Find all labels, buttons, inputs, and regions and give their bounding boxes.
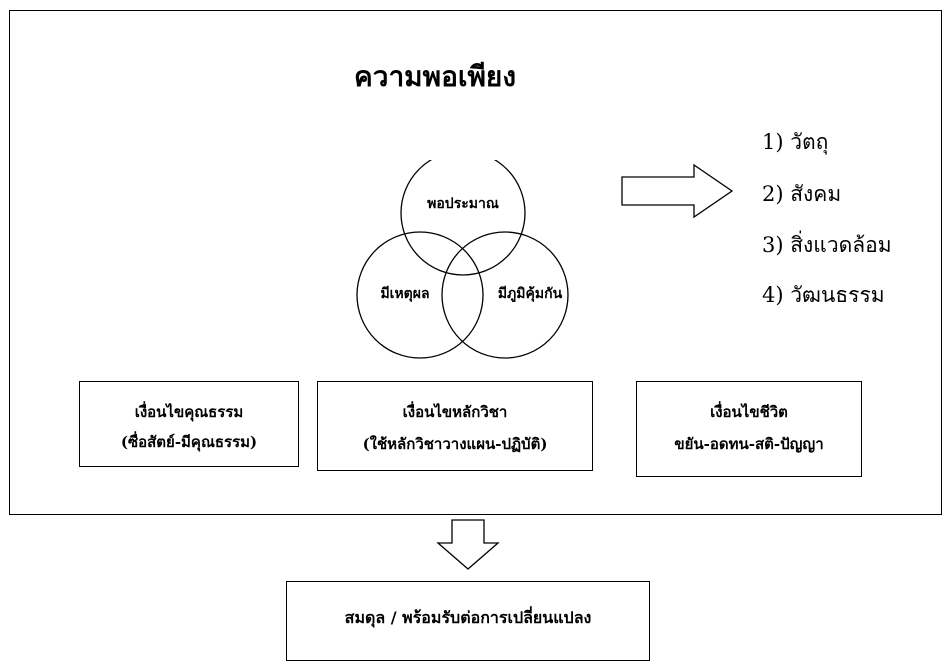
circle-label-moderation: พอประมาณ: [427, 196, 499, 212]
circle-label-reasonableness: มีเหตุผล: [380, 286, 429, 302]
condition-detail: (ใช้หลักวิชาวางแผน-ปฏิบัติ): [362, 435, 548, 453]
condition-title: เงื่อนไขหลักวิชา: [402, 403, 508, 421]
result-box: สมดุล / พร้อมรับต่อการเปลี่ยนแปลง: [286, 581, 650, 661]
down-arrow-icon: [436, 519, 500, 570]
circle-reasonableness: [356, 231, 484, 359]
venn-diagram: พอประมาณ มีเหตุผล มีภูมิคุ้มกัน: [356, 160, 569, 359]
impact-item-4: 4) วัฒนธรรม: [762, 283, 885, 307]
condition-title: เงื่อนไขชีวิต: [710, 403, 788, 421]
condition-title: เงื่อนไขคุณธรรม: [134, 403, 244, 421]
condition-detail: (ซื่อสัตย์-มีคุณธรรม): [120, 433, 258, 451]
impact-item-2: 2) สังคม: [762, 182, 842, 206]
impact-item-1: 1) วัตถุ: [762, 130, 829, 154]
result-text: สมดุล / พร้อมรับต่อการเปลี่ยนแปลง: [344, 608, 592, 627]
circle-immunity: [441, 231, 569, 359]
condition-box-morality: เงื่อนไขคุณธรรม (ซื่อสัตย์-มีคุณธรรม): [79, 381, 299, 467]
condition-detail: ขยัน-อดทน-สติ-ปัญญา: [674, 435, 824, 453]
circle-moderation: [400, 160, 526, 276]
diagram-frame: [9, 10, 942, 515]
diagram-title: ความพอเพียง: [353, 60, 516, 93]
circle-label-immunity: มีภูมิคุ้มกัน: [498, 286, 563, 302]
right-arrow-icon: [621, 163, 734, 219]
condition-box-life: เงื่อนไขชีวิต ขยัน-อดทน-สติ-ปัญญา: [636, 381, 862, 477]
condition-box-knowledge: เงื่อนไขหลักวิชา (ใช้หลักวิชาวางแผน-ปฏิบ…: [317, 381, 593, 471]
impact-item-3: 3) สิ่งแวดล้อม: [762, 233, 892, 257]
